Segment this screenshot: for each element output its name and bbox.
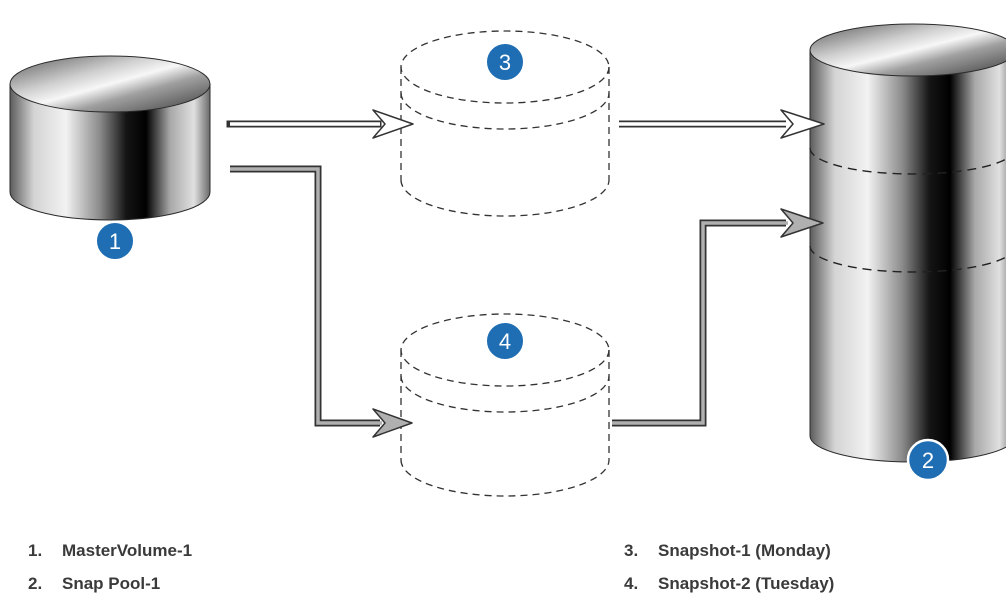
- snap-pool-cylinder: [809, 23, 1006, 463]
- arrow-snapshot-1-to-pool: [619, 109, 825, 139]
- svg-text:1: 1: [109, 229, 121, 254]
- badge-1: 1: [95, 221, 135, 261]
- badge-3: 3: [485, 42, 525, 82]
- legend-label: Snapshot-1 (Monday): [658, 541, 831, 560]
- svg-text:4: 4: [499, 329, 511, 354]
- badge-4: 4: [485, 321, 525, 361]
- pool-divider-1: [809, 147, 1006, 175]
- legend-item-2: 2. Snap Pool-1: [28, 574, 160, 594]
- legend-number: 1.: [28, 541, 43, 560]
- legend-number: 2.: [28, 574, 43, 593]
- pool-divider-2: [809, 245, 1006, 273]
- arrow-snapshot-2-to-pool: [612, 208, 824, 427]
- arrow-master-to-snapshot-2: [230, 165, 413, 438]
- master-volume-cylinder: [9, 55, 211, 221]
- arrow-master-to-snapshot-1: [226, 109, 414, 139]
- snapshot-2-cylinder: [400, 313, 610, 497]
- svg-text:3: 3: [499, 50, 511, 75]
- legend-label: Snapshot-2 (Tuesday): [658, 574, 835, 593]
- legend-label: Snap Pool-1: [62, 574, 161, 593]
- legend-item-4: 4. Snapshot-2 (Tuesday): [624, 574, 834, 594]
- legend-item-3: 3. Snapshot-1 (Monday): [624, 541, 831, 561]
- svg-text:2: 2: [922, 448, 934, 473]
- snapshot-1-cylinder: [400, 30, 610, 217]
- legend-number: 3.: [624, 541, 639, 560]
- badge-2: 2: [906, 438, 950, 482]
- snapshot-diagram: 1 2 3 4: [9, 23, 1006, 497]
- legend-item-1: 1. MasterVolume-1: [28, 541, 192, 561]
- legend-label: MasterVolume-1: [62, 541, 193, 560]
- legend-number: 4.: [624, 574, 639, 593]
